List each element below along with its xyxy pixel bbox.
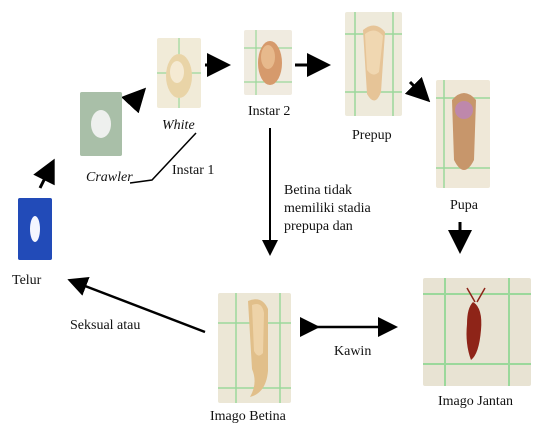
label-instar1: Instar 1 bbox=[172, 163, 214, 179]
crawler-photo bbox=[80, 92, 122, 156]
label-white: White bbox=[162, 118, 195, 134]
label-kawin: Kawin bbox=[334, 344, 371, 360]
egg-photo bbox=[18, 198, 52, 260]
label-imago-betina: Imago Betina bbox=[210, 409, 286, 425]
imago-jantan-photo bbox=[423, 278, 531, 386]
instar2-photo bbox=[244, 30, 292, 95]
pupa-photo bbox=[436, 80, 490, 188]
note-betina-line3: prepupa dan bbox=[284, 218, 371, 236]
label-instar2: Instar 2 bbox=[248, 104, 290, 120]
white-instar1-photo bbox=[157, 38, 201, 108]
arrow-telur-crawler bbox=[40, 164, 52, 188]
label-seksual: Seksual atau bbox=[70, 318, 140, 334]
arrow-crawler-white bbox=[130, 92, 142, 105]
label-crawler: Crawler bbox=[86, 170, 133, 186]
imago-betina-photo bbox=[218, 293, 291, 403]
prepup-photo bbox=[345, 12, 402, 116]
label-telur: Telur bbox=[12, 273, 41, 289]
arrow-prepup-pupa bbox=[410, 82, 426, 98]
note-betina-line2: memiliki stadia bbox=[284, 200, 371, 218]
note-betina: Betina tidak memiliki stadia prepupa dan bbox=[284, 182, 371, 236]
label-imago-jantan: Imago Jantan bbox=[438, 394, 513, 410]
label-pupa: Pupa bbox=[450, 198, 478, 214]
label-prepup: Prepup bbox=[352, 128, 392, 144]
note-betina-line1: Betina tidak bbox=[284, 182, 371, 200]
